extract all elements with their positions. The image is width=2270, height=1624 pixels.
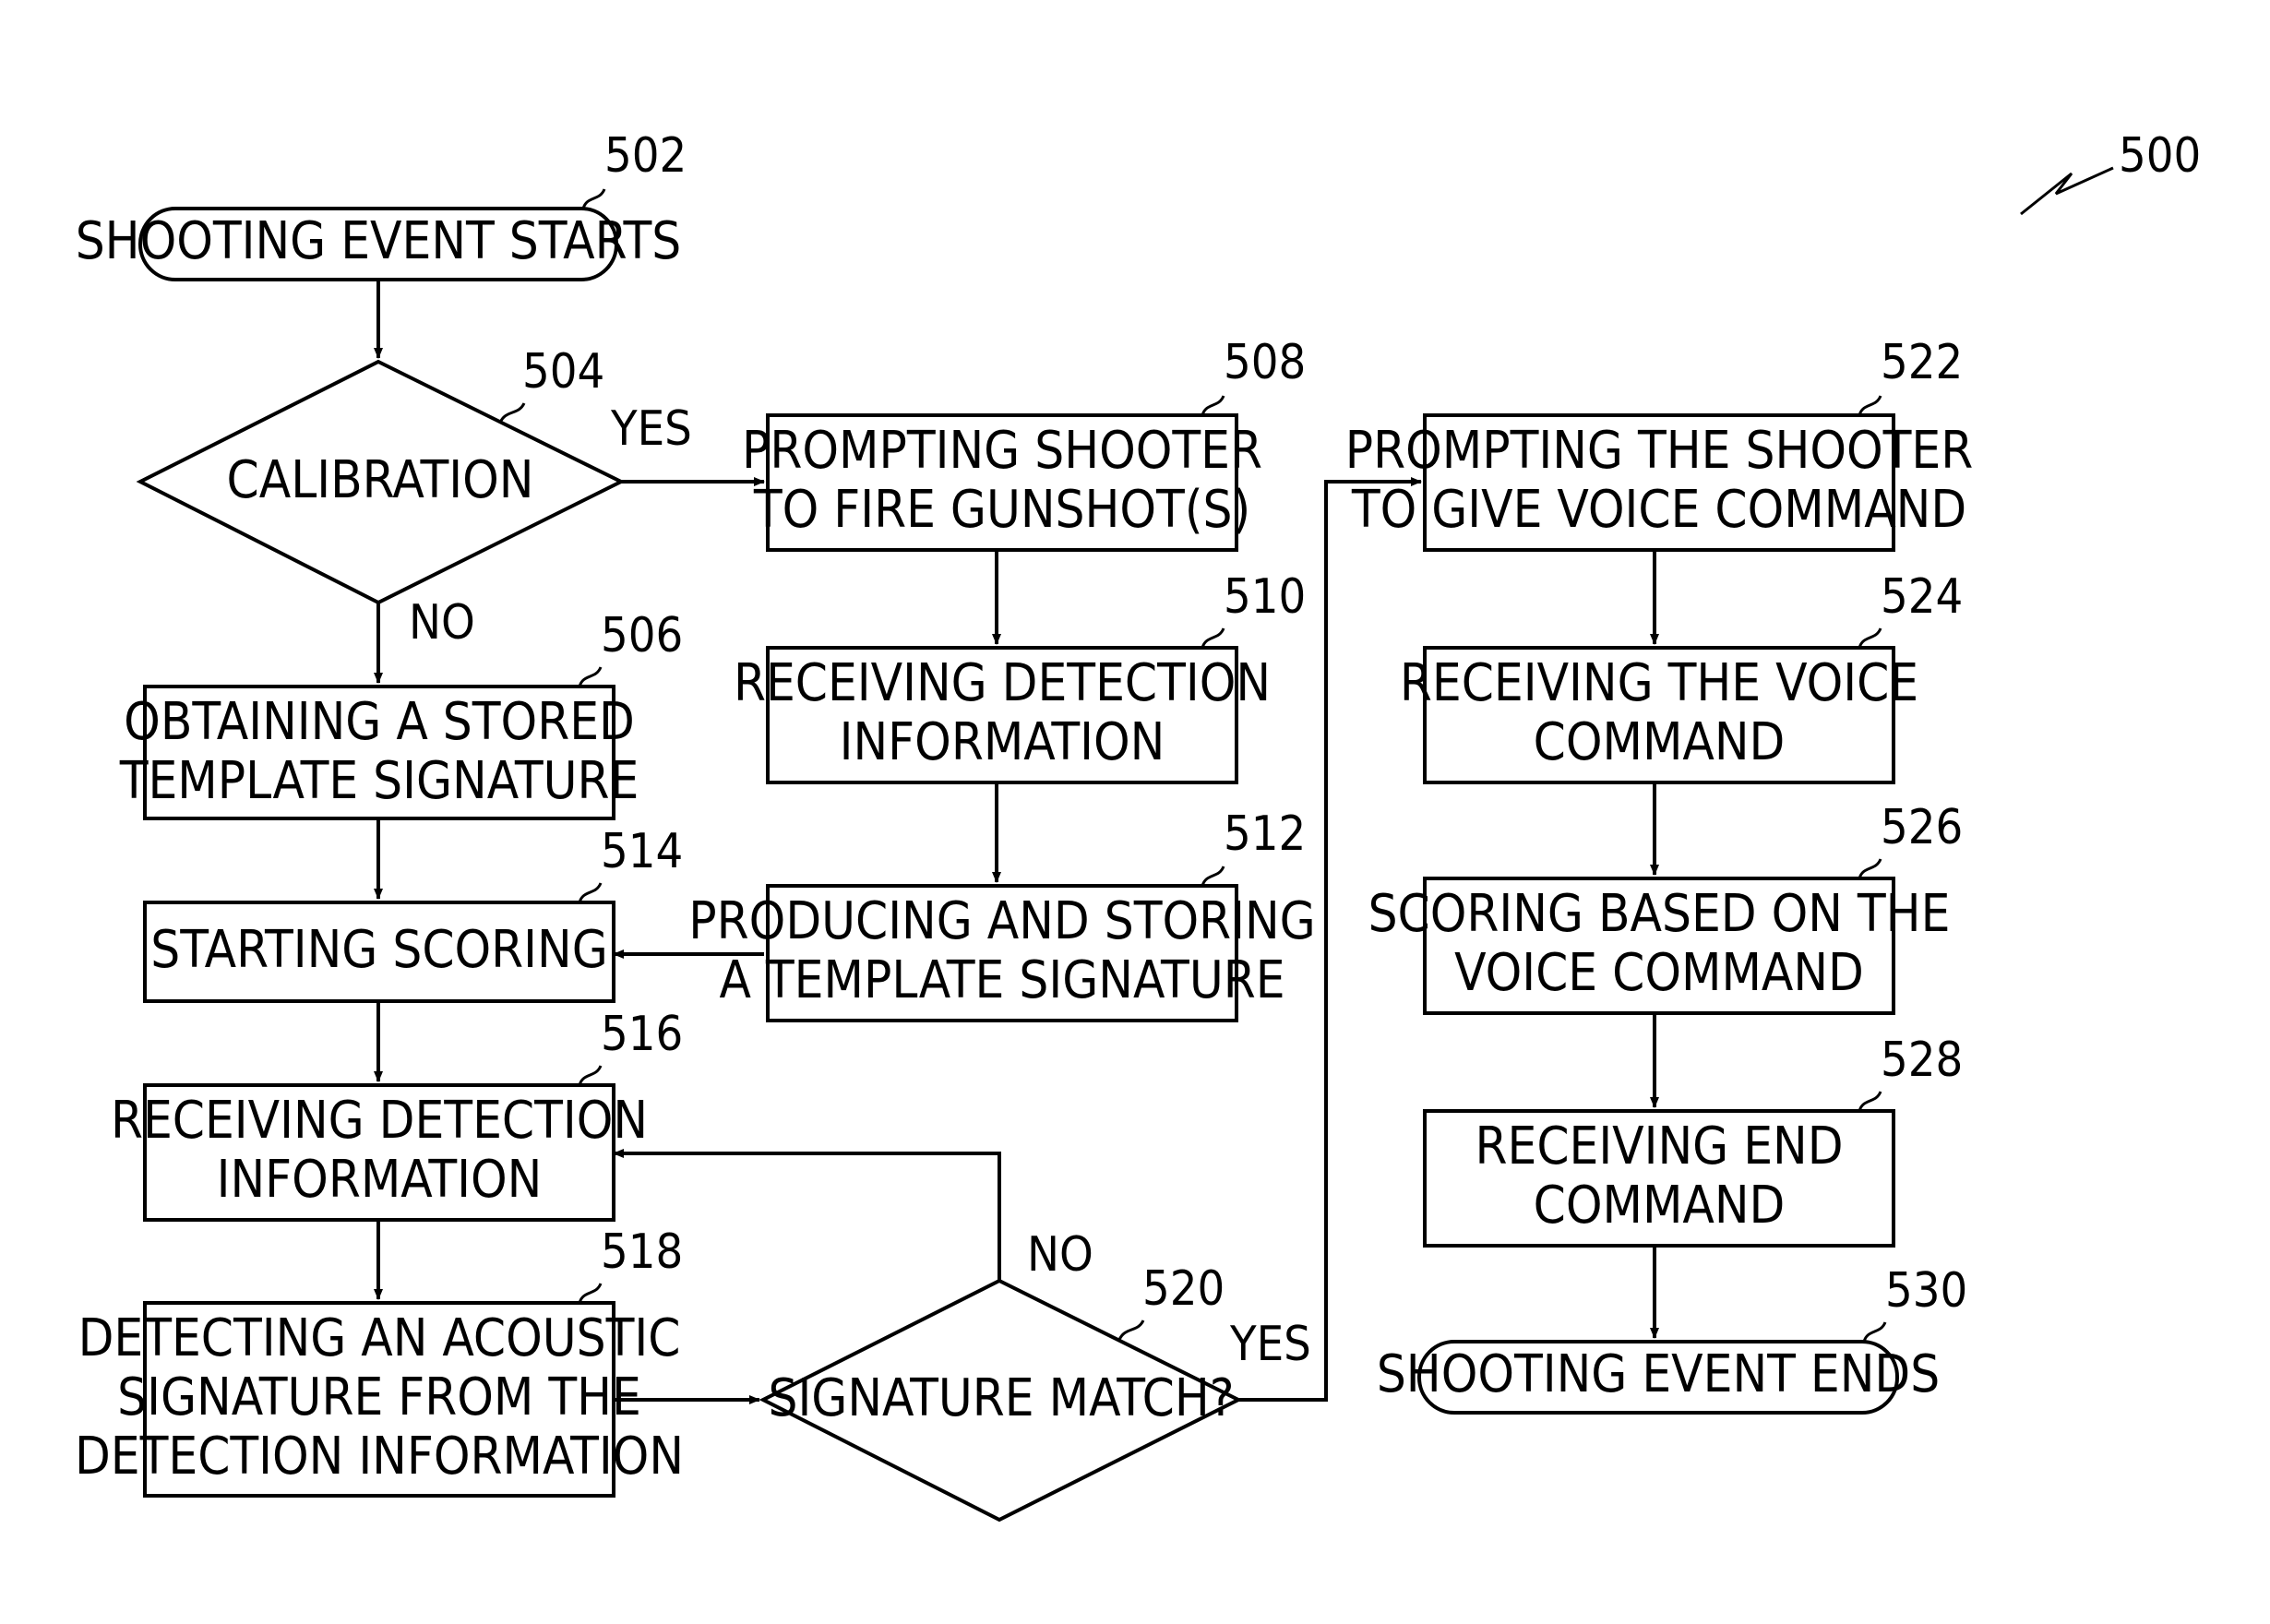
node-508-line-2: TO FIRE GUNSHOT(S): [753, 480, 1250, 540]
node-516-process: RECEIVING DETECTION INFORMATION 516: [111, 1007, 683, 1220]
node-514-ref: 514: [601, 824, 683, 879]
node-512-line-1: PRODUCING AND STORING: [688, 891, 1315, 951]
node-508-process: PROMPTING SHOOTER TO FIRE GUNSHOT(S) 508: [742, 335, 1306, 550]
label-match-yes: YES: [1229, 1317, 1311, 1372]
node-504-decision: CALIBRATION 504: [140, 344, 621, 603]
node-522-line-2: TO GIVE VOICE COMMAND: [1351, 480, 1966, 540]
node-508-ref: 508: [1224, 335, 1306, 390]
node-518-line-2: SIGNATURE FROM THE: [117, 1367, 641, 1427]
node-526-process: SCORING BASED ON THE VOICE COMMAND 526: [1368, 800, 1964, 1013]
node-522-line-1: PROMPTING THE SHOOTER: [1345, 421, 1973, 481]
node-516-ref: 516: [601, 1007, 683, 1062]
node-506-line-1: OBTAINING A STORED: [124, 692, 635, 752]
node-530-ref: 530: [1885, 1263, 1967, 1319]
node-512-process: PRODUCING AND STORING A TEMPLATE SIGNATU…: [688, 806, 1315, 1021]
node-526-line-2: VOICE COMMAND: [1454, 943, 1864, 1003]
node-530-text: SHOOTING EVENT ENDS: [1377, 1344, 1940, 1404]
node-514-process: STARTING SCORING 514: [145, 824, 683, 1001]
label-calibration-yes: YES: [610, 401, 692, 457]
node-510-ref: 510: [1224, 569, 1306, 625]
node-506-line-2: TEMPLATE SIGNATURE: [119, 751, 639, 811]
figure-ref-500: 500: [2021, 128, 2201, 214]
node-526-line-1: SCORING BASED ON THE: [1368, 884, 1951, 944]
node-504-ref: 504: [522, 344, 604, 400]
node-526-ref: 526: [1881, 800, 1963, 855]
node-506-process: OBTAINING A STORED TEMPLATE SIGNATURE 50…: [119, 608, 684, 818]
node-524-process: RECEIVING THE VOICE COMMAND 524: [1400, 569, 1963, 782]
node-502-start: SHOOTING EVENT STARTS 502: [76, 128, 687, 280]
node-524-ref: 524: [1881, 569, 1963, 625]
node-520-ref: 520: [1142, 1261, 1225, 1317]
node-528-line-2: COMMAND: [1534, 1176, 1786, 1236]
node-522-ref: 522: [1881, 335, 1963, 390]
node-502-text: SHOOTING EVENT STARTS: [76, 211, 682, 271]
node-520-decision: SIGNATURE MATCH? 520: [763, 1261, 1238, 1520]
node-518-line-3: DETECTION INFORMATION: [75, 1427, 684, 1487]
node-514-text: STARTING SCORING: [150, 920, 608, 980]
label-match-no: NO: [1027, 1227, 1093, 1283]
node-512-ref: 512: [1224, 806, 1306, 862]
node-520-text: SIGNATURE MATCH?: [768, 1368, 1234, 1428]
node-510-line-2: INFORMATION: [840, 712, 1165, 772]
node-528-ref: 528: [1881, 1033, 1963, 1088]
node-528-line-1: RECEIVING END: [1475, 1116, 1843, 1176]
node-504-text: CALIBRATION: [227, 450, 534, 510]
node-516-line-2: INFORMATION: [217, 1150, 543, 1210]
node-508-line-1: PROMPTING SHOOTER: [742, 421, 1262, 481]
node-516-line-1: RECEIVING DETECTION: [111, 1091, 648, 1151]
node-502-ref: 502: [604, 128, 687, 184]
node-506-ref: 506: [601, 608, 683, 663]
node-518-line-1: DETECTING AN ACOUSTIC: [78, 1308, 681, 1368]
node-528-process: RECEIVING END COMMAND 528: [1425, 1033, 1963, 1246]
node-522-process: PROMPTING THE SHOOTER TO GIVE VOICE COMM…: [1345, 335, 1973, 550]
node-512-line-2: A TEMPLATE SIGNATURE: [719, 950, 1284, 1010]
figure-ref-label: 500: [2119, 128, 2201, 184]
node-518-ref: 518: [601, 1224, 683, 1280]
node-510-process: RECEIVING DETECTION INFORMATION 510: [734, 569, 1306, 782]
node-530-end: SHOOTING EVENT ENDS 530: [1377, 1263, 1967, 1413]
node-510-line-1: RECEIVING DETECTION: [734, 653, 1271, 713]
node-524-line-1: RECEIVING THE VOICE: [1400, 653, 1918, 713]
node-524-line-2: COMMAND: [1534, 712, 1786, 772]
label-calibration-no: NO: [409, 595, 475, 651]
